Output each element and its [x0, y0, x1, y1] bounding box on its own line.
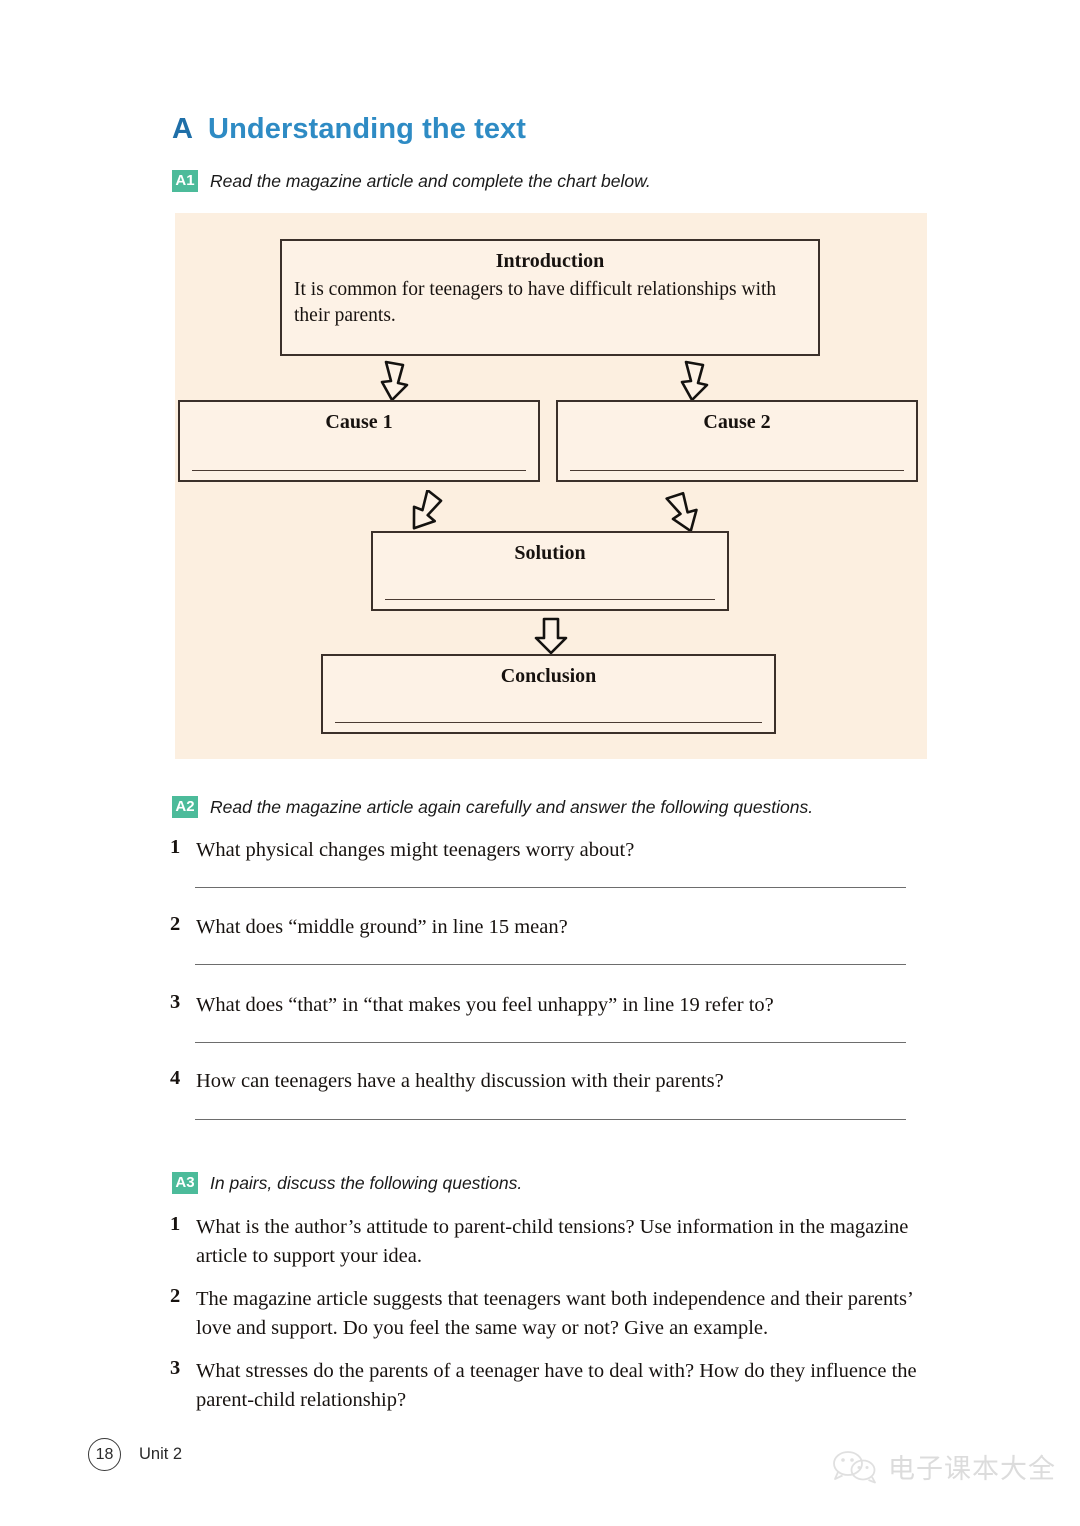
flow-box-conclusion-title: Conclusion — [500, 665, 597, 687]
arrow-down-left-icon — [665, 491, 698, 533]
page-title: A Understanding the text — [172, 113, 526, 146]
question-item: 2 The magazine article suggests that tee… — [170, 1285, 930, 1343]
task-badge-a2: A2 — [172, 796, 198, 818]
flow-box-cause2: Cause 2 — [556, 400, 918, 482]
arrow-down-icon — [380, 360, 409, 402]
question-number: 3 — [170, 991, 181, 1013]
watermark-text: 电子课本大全 — [888, 1454, 1056, 1484]
question-text: What stresses do the parents of a teenag… — [196, 1360, 917, 1412]
flow-box-solution: Solution — [371, 531, 729, 611]
question-number: 1 — [170, 836, 181, 858]
footer-unit-label: Unit 2 — [139, 1445, 183, 1463]
flow-box-solution-title: Solution — [514, 542, 586, 564]
answer-line[interactable] — [195, 887, 906, 888]
section-title: Understanding the text — [208, 113, 527, 145]
task-badge-a1: A1 — [172, 170, 198, 192]
task-instruction-a2: Read the magazine article again carefull… — [210, 796, 814, 817]
task-badge-a3: A3 — [172, 1172, 198, 1194]
flow-box-cause1: Cause 1 — [178, 400, 540, 482]
task-a2-header: A2 Read the magazine article again caref… — [172, 796, 813, 818]
flow-box-cause2-answer-line[interactable] — [570, 470, 904, 471]
flow-box-cause1-answer-line[interactable] — [192, 470, 526, 471]
question-item: 3 What stresses do the parents of a teen… — [170, 1357, 918, 1415]
question-item: 4 How can teenagers have a healthy discu… — [170, 1067, 724, 1096]
question-number: 4 — [170, 1067, 181, 1089]
task-instruction-a1: Read the magazine article and complete t… — [210, 170, 651, 191]
flow-box-introduction-title: Introduction — [495, 250, 605, 272]
question-text: The magazine article suggests that teena… — [196, 1288, 913, 1340]
answer-line[interactable] — [195, 1042, 906, 1043]
question-text: What does “that” in “that makes you feel… — [196, 994, 774, 1016]
question-text: What is the author’s attitude to parent-… — [196, 1216, 909, 1268]
watermark: 电子课本大全 — [832, 1447, 1056, 1486]
flow-box-solution-answer-line[interactable] — [385, 599, 715, 600]
task-a3-header: A3 In pairs, discuss the following quest… — [172, 1172, 522, 1194]
answer-line[interactable] — [195, 964, 906, 965]
question-number: 1 — [170, 1213, 181, 1235]
arrow-down-icon — [534, 617, 568, 655]
flow-box-cause2-title: Cause 2 — [703, 411, 771, 433]
question-item: 3 What does “that” in “that makes you fe… — [170, 991, 774, 1020]
flow-box-cause1-title: Cause 1 — [325, 411, 393, 433]
page-footer: 18 Unit 2 — [88, 1438, 182, 1471]
question-item: 2 What does “middle ground” in line 15 m… — [170, 913, 568, 942]
flow-box-conclusion-answer-line[interactable] — [335, 722, 762, 723]
task-a1-header: A1 Read the magazine article and complet… — [172, 170, 651, 192]
arrow-down-icon — [680, 360, 709, 402]
flow-box-introduction: Introduction It is common for teenagers … — [280, 239, 820, 356]
question-text: What physical changes might teenagers wo… — [196, 839, 635, 861]
page-number: 18 — [88, 1438, 121, 1471]
arrow-down-right-icon — [412, 490, 443, 530]
task-instruction-a3: In pairs, discuss the following question… — [210, 1172, 523, 1193]
wechat-icon — [833, 1450, 876, 1483]
answer-line[interactable] — [195, 1119, 906, 1120]
question-number: 2 — [170, 1285, 181, 1307]
question-number: 3 — [170, 1357, 181, 1379]
question-text: What does “middle ground” in line 15 mea… — [196, 916, 568, 938]
question-number: 2 — [170, 913, 181, 935]
question-item: 1 What is the author’s attitude to paren… — [170, 1213, 918, 1271]
question-item: 1 What physical changes might teenagers … — [170, 836, 634, 865]
question-text: How can teenagers have a healthy discuss… — [196, 1070, 724, 1092]
flow-box-conclusion: Conclusion — [321, 654, 776, 734]
flow-chart-panel: Introduction It is common for teenagers … — [175, 213, 927, 759]
section-letter: A — [172, 113, 194, 145]
flow-box-introduction-body: It is common for teenagers to have diffi… — [294, 279, 777, 326]
